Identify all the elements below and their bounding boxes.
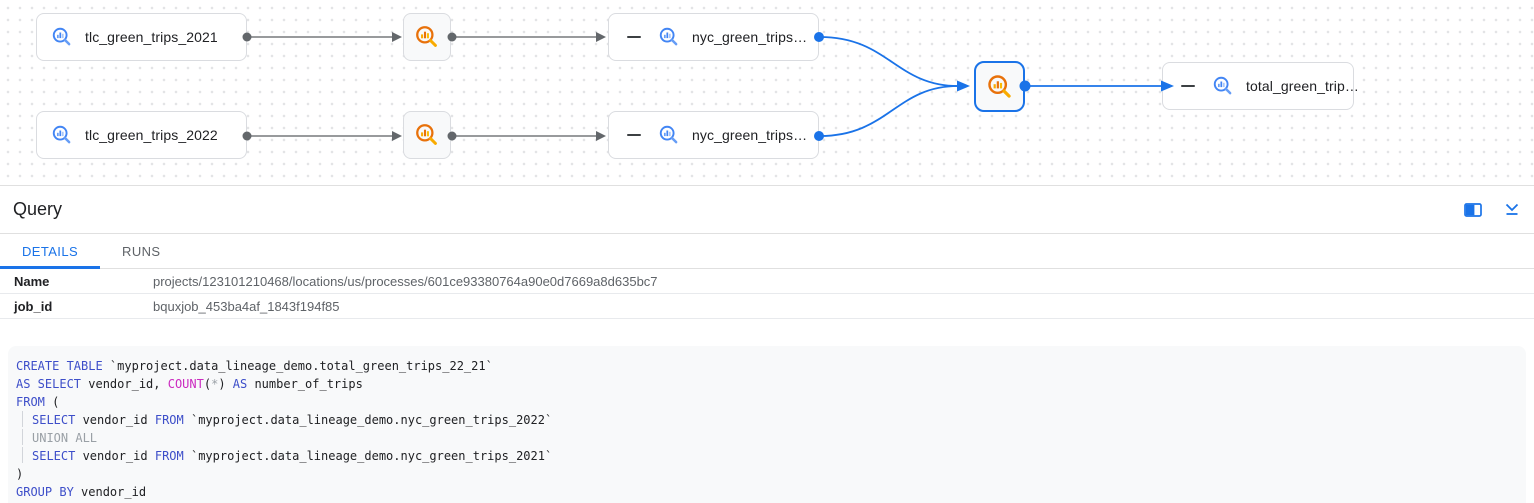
node-tlc-green-trips-2021[interactable]: tlc_green_trips_2021 <box>36 13 247 61</box>
bigquery-job-icon <box>416 26 437 47</box>
node-label: total_green_trip… <box>1246 78 1359 94</box>
bigquery-job-icon <box>416 124 437 145</box>
lineage-canvas[interactable]: tlc_green_trips_2021 tlc_green_trips_202… <box>0 0 1534 186</box>
detail-row-name: Name projects/123101210468/locations/us/… <box>0 269 1534 294</box>
bigquery-job-icon <box>987 74 1011 98</box>
tab-runs[interactable]: RUNS <box>100 234 182 268</box>
detail-value: bquxjob_453ba4af_1843f194f85 <box>153 298 340 314</box>
bigquery-table-icon <box>659 125 678 144</box>
minus-icon[interactable] <box>627 36 641 38</box>
node-label: tlc_green_trips_2022 <box>85 127 218 143</box>
node-job-selected[interactable] <box>974 61 1025 112</box>
panel-tab-bar: DETAILS RUNS <box>0 234 1534 269</box>
minus-icon[interactable] <box>1181 85 1195 87</box>
node-total-green-trips[interactable]: total_green_trip… <box>1162 62 1359 110</box>
detail-key: Name <box>14 273 50 289</box>
node-nyc-green-trips-1[interactable]: nyc_green_trips… <box>608 13 819 61</box>
bigquery-table-icon <box>52 27 71 46</box>
open-side-panel-icon[interactable] <box>1464 202 1482 217</box>
node-label: nyc_green_trips… <box>692 127 808 143</box>
query-panel-header: Query <box>0 186 1534 234</box>
node-nyc-green-trips-2[interactable]: nyc_green_trips… <box>608 111 819 159</box>
bigquery-table-icon <box>1213 76 1232 95</box>
bigquery-table-icon <box>52 125 71 144</box>
bigquery-table-icon <box>659 27 678 46</box>
detail-key: job_id <box>14 298 53 314</box>
node-job-2[interactable] <box>403 111 451 159</box>
sql-query-code: CREATE TABLE `myproject.data_lineage_dem… <box>8 346 1526 503</box>
node-job-1[interactable] <box>403 13 451 61</box>
collapse-panel-icon[interactable] <box>1504 203 1520 216</box>
node-label: nyc_green_trips… <box>692 29 808 45</box>
tab-details[interactable]: DETAILS <box>0 234 101 269</box>
detail-row-job-id: job_id bquxjob_453ba4af_1843f194f85 <box>0 294 1534 319</box>
minus-icon[interactable] <box>627 134 641 136</box>
detail-value: projects/123101210468/locations/us/proce… <box>153 273 658 289</box>
node-label: tlc_green_trips_2021 <box>85 29 218 45</box>
node-tlc-green-trips-2022[interactable]: tlc_green_trips_2022 <box>36 111 247 159</box>
panel-title: Query <box>13 199 63 219</box>
